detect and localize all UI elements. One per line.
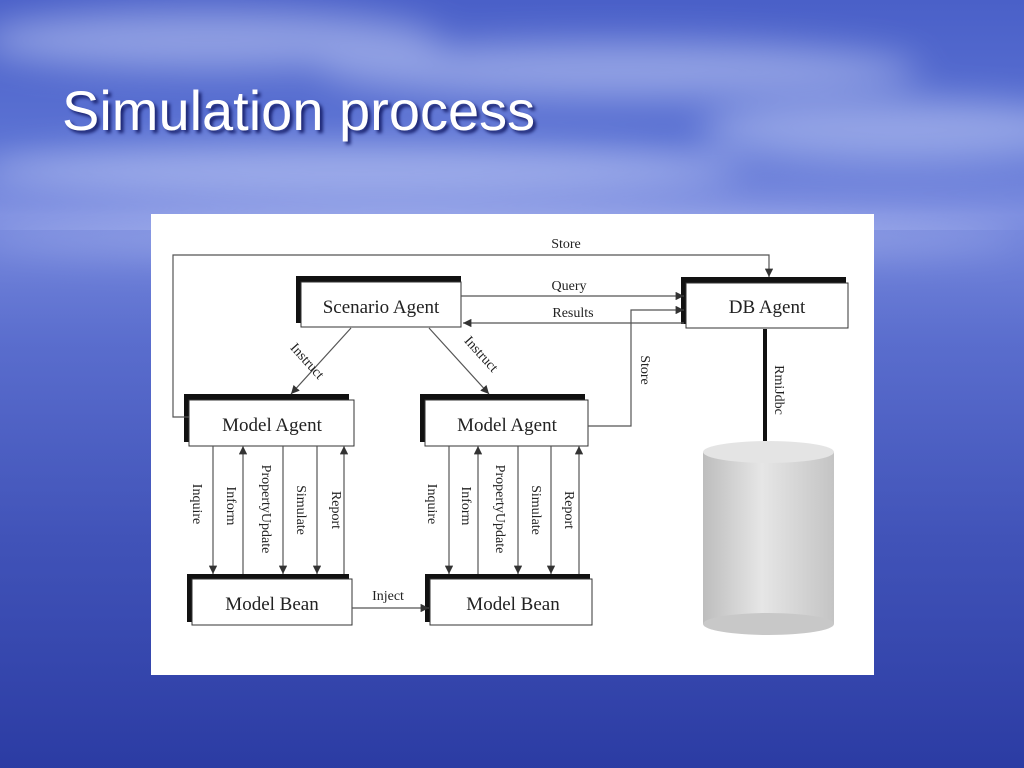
model-bean-2-label: Model Bean [466, 594, 560, 615]
ma2-simulate-label: Simulate [528, 485, 543, 535]
simulation-process-diagram: Scenario Agent DB Agent Model Agent Mode… [172, 237, 849, 635]
model-bean-2-node: Model Bean [425, 574, 593, 626]
store-right-label: Store [637, 355, 652, 385]
store-top-label: Store [551, 237, 581, 252]
store-top-edge [172, 254, 774, 418]
scenario-agent-label: Scenario Agent [323, 297, 440, 318]
inject-label: Inject [372, 589, 404, 604]
slide-title: Simulation process [62, 79, 536, 142]
db-agent-label: DB Agent [729, 297, 806, 318]
store-right-edge [588, 305, 684, 427]
model-bean-1-node: Model Bean [187, 574, 353, 626]
rmijdbc-label: RmiJdbc [771, 365, 786, 415]
model-bean-1-label: Model Bean [225, 594, 319, 615]
ma1-property-update-label: PropertyUpdate [258, 465, 273, 554]
model-agent-1-bean-edges [208, 446, 349, 574]
ma1-inform-label: Inform [223, 487, 238, 526]
ma1-simulate-label: Simulate [293, 485, 308, 535]
ma2-inform-label: Inform [458, 487, 473, 526]
model-agent-2-bean-edges [444, 446, 584, 574]
model-agent-1-node: Model Agent [184, 394, 355, 447]
results-label: Results [552, 306, 593, 321]
ma1-report-label: Report [328, 491, 343, 529]
ma1-inquire-label: Inquire [189, 484, 204, 524]
ma2-property-update-label: PropertyUpdate [492, 465, 507, 554]
db-agent-node: DB Agent [681, 277, 849, 329]
ma2-report-label: Report [561, 491, 576, 529]
model-agent-2-node: Model Agent [420, 394, 589, 447]
diagram-panel: Scenario Agent DB Agent Model Agent Mode… [151, 214, 874, 675]
model-agent-1-label: Model Agent [222, 415, 322, 436]
scenario-agent-node: Scenario Agent [296, 276, 462, 328]
instruct-left-edge [290, 327, 352, 395]
query-label: Query [552, 279, 587, 294]
model-agent-2-label: Model Agent [457, 415, 557, 436]
database-icon [703, 441, 834, 635]
instruct-right-edge [428, 327, 490, 395]
ma2-inquire-label: Inquire [424, 484, 439, 524]
